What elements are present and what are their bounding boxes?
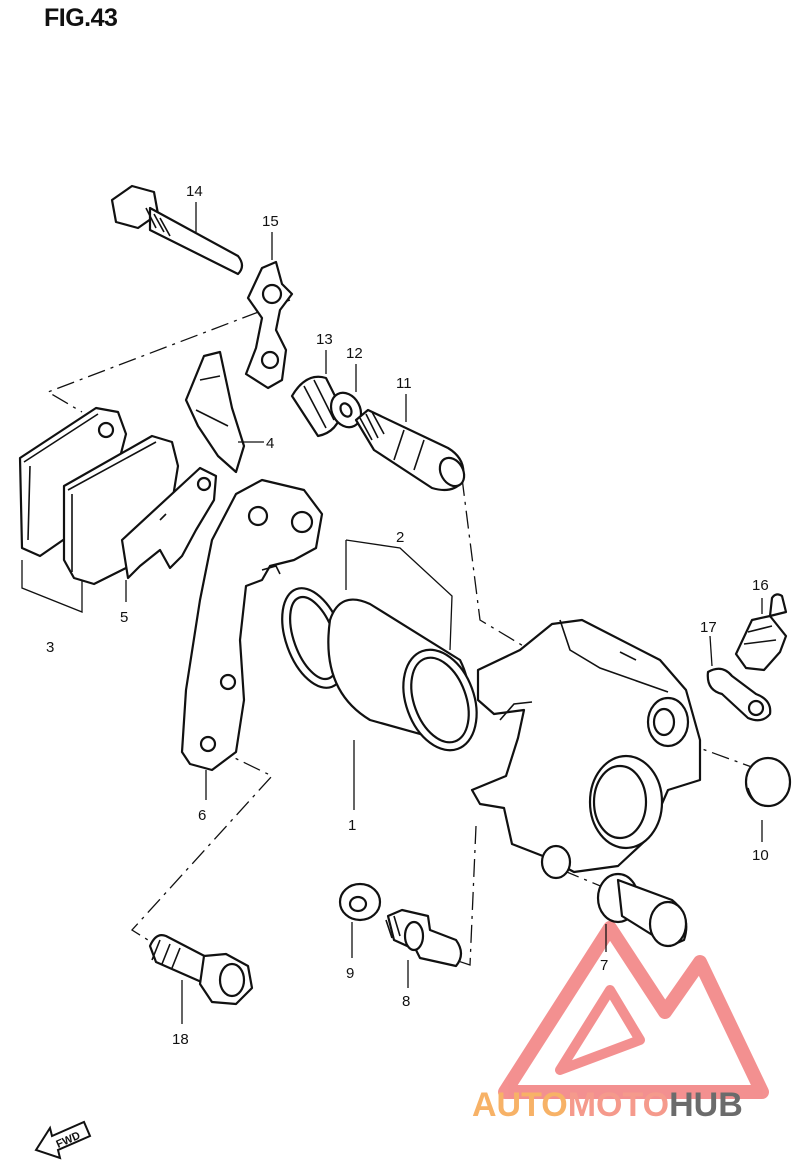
part-6-caliper-bracket [180,478,324,772]
callout-13: 13 [316,331,333,348]
part-11-slide-pin [354,408,466,492]
part-12-washer [329,391,363,429]
part-3-brake-pads [18,406,180,586]
callout-4: 4 [266,435,274,452]
watermark-text: AUTOMOTOHUB [472,1086,743,1124]
part-16-bleeder-valve [734,593,788,672]
part-17-bleeder-cap [706,667,772,722]
watermark-hub: HUB [669,1086,743,1124]
part-9-washer [338,882,382,922]
callout-1: 1 [348,817,356,834]
watermark-moto: MOTO [568,1086,669,1124]
callout-5: 5 [120,609,128,626]
callout-8: 8 [402,993,410,1010]
callout-3: 3 [46,639,54,656]
callout-12: 12 [346,345,363,362]
callout-7: 7 [600,957,608,974]
svg-text:AUTOMOTOHUB: AUTOMOTOHUB [472,1086,743,1124]
callout-17: 17 [700,619,717,636]
callout-2: 2 [396,529,404,546]
part-10-cap [744,756,792,808]
part-5-pad-shim [120,466,218,580]
figure-title: FIG.43 [44,4,118,32]
fwd-arrow-icon: FWD [34,1120,92,1160]
callout-labels: 14 15 13 12 11 4 2 3 5 6 1 16 17 10 7 9 … [46,183,769,1048]
part-7-slide-pin [596,872,688,948]
caliper-body [470,618,702,880]
watermark-auto: AUTO [472,1086,568,1124]
part-1-piston [327,598,478,752]
part-4-pad-spring [184,350,246,474]
callout-9: 9 [346,965,354,982]
callout-18: 18 [172,1031,189,1048]
leader-lines [21,202,763,1024]
part-8-bolt [385,908,463,968]
part-15-lock-plate [244,260,294,390]
callout-10: 10 [752,847,769,864]
part-18-bracket-bolt [148,934,254,1006]
callout-16: 16 [752,577,769,594]
part-14-mounting-bolt [110,184,244,276]
callout-14: 14 [186,183,203,200]
watermark-logo-icon [498,921,769,1099]
callout-6: 6 [198,807,206,824]
callout-11: 11 [396,375,412,392]
callout-15: 15 [262,213,279,230]
